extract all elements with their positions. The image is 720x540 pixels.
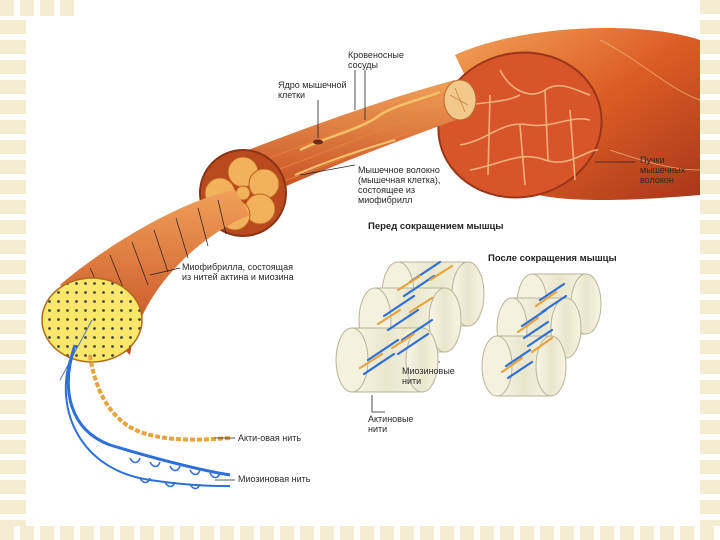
label-actin-thread: Акти-овая нить — [238, 433, 302, 443]
cylinders-after — [481, 273, 602, 397]
page-border-right — [700, 0, 720, 540]
myofibril-cylinder — [41, 190, 250, 381]
label-bundles: Пучки мышечных волокон — [640, 155, 686, 185]
label-nucleus: Ядро мышечной клетки — [278, 80, 347, 100]
label-muscle-fiber: Мышечное волокно (мышечная клетка), сост… — [358, 165, 441, 205]
page-border-top — [0, 0, 80, 16]
label-actin-filaments: Актиновые нити — [368, 414, 414, 434]
cylinders-before — [335, 260, 485, 393]
filament-threads — [64, 344, 231, 490]
label-myofibril: Миофибрилла, состоящая из нитей актина и… — [182, 262, 294, 282]
label-blood-vessels: Кровеносные сосуды — [348, 50, 404, 70]
page-border-bottom — [0, 526, 720, 540]
muscle-fiber-bundle — [235, 79, 477, 200]
heading-after-contraction: После сокращения мышцы — [488, 253, 617, 264]
label-myosin-thread: Миозиновая нить — [238, 474, 311, 484]
page-border-left — [0, 0, 26, 540]
heading-before-contraction: Перед сокращением мышцы — [368, 221, 504, 232]
label-myosin-filaments: Миозиновые нити — [402, 366, 455, 386]
muscle-body — [437, 27, 701, 200]
